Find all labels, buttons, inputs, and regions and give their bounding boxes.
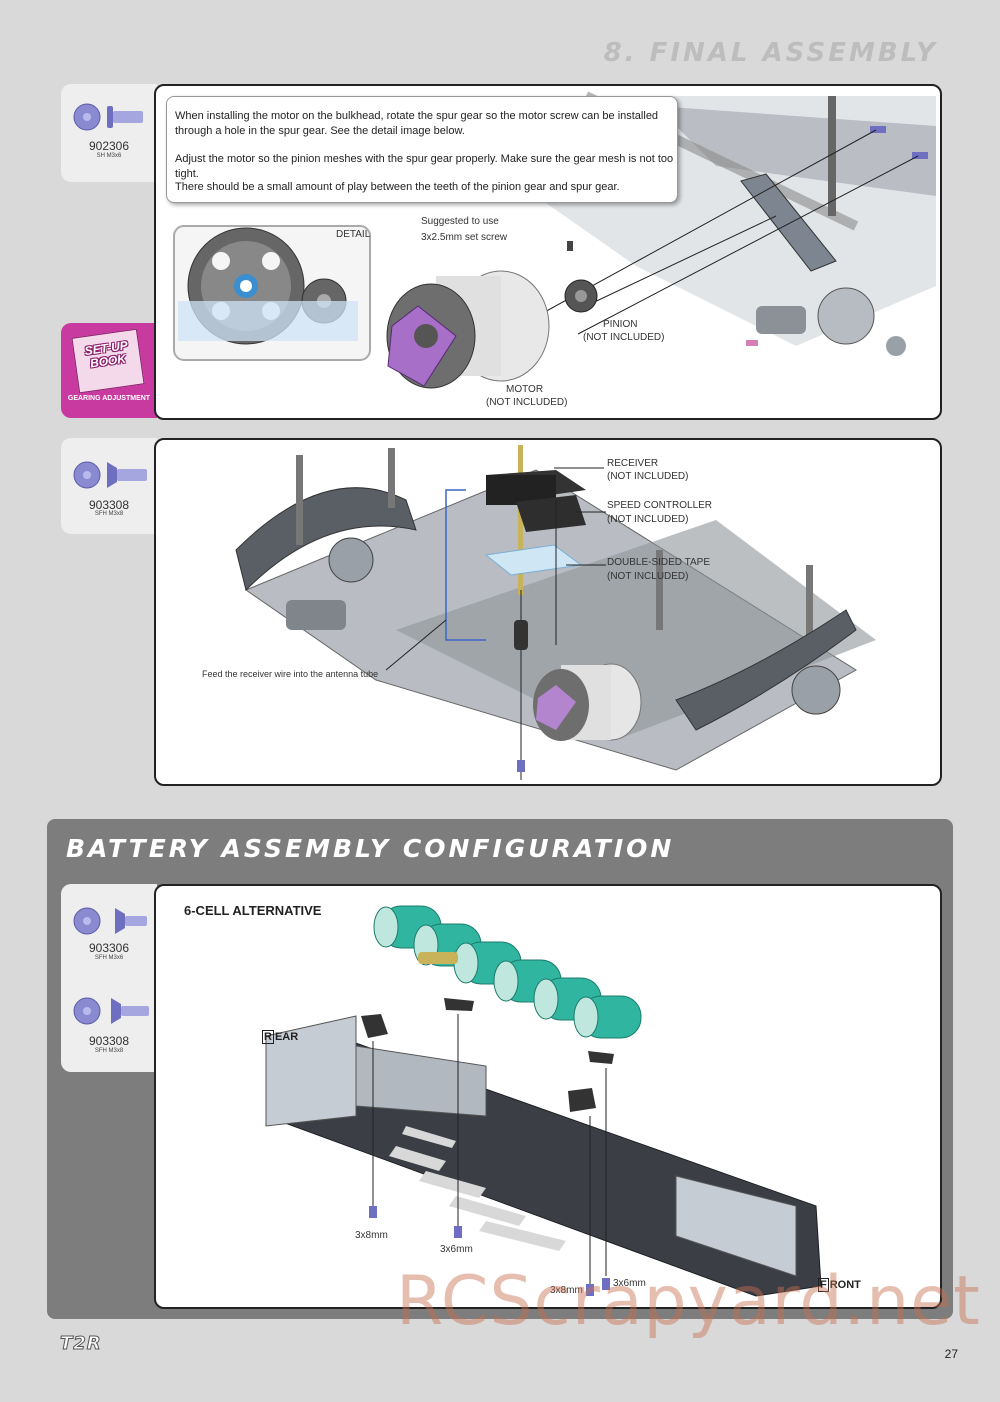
page-number: 27 <box>944 1347 958 1361</box>
setscrew-label-2: 3x2.5mm set screw <box>421 232 508 243</box>
tape-label-1: DOUBLE-SIDED TAPE <box>607 557 710 568</box>
battery-section-title: BATTERY ASSEMBLY CONFIGURATION <box>66 834 675 863</box>
battery-panel-title: 6-CELL ALTERNATIVE <box>184 903 322 918</box>
part-sub: SFH M3x6 <box>94 955 124 961</box>
receiver-label-1: RECEIVER <box>607 458 659 469</box>
part-sub: SFH M3x8 <box>94 1048 124 1054</box>
pinion-label-1: PINION <box>603 319 638 330</box>
screw-size-label: 3x8mm <box>550 1285 583 1296</box>
parts-tab-step2: 903308 SFH M3x8 <box>61 438 157 534</box>
motor-install-note: When installing the motor on the bulkhea… <box>166 96 678 203</box>
motor-label-2: (NOT INCLUDED) <box>486 397 568 408</box>
screw-icon <box>73 103 143 131</box>
pinion-label-2: (NOT INCLUDED) <box>583 332 665 343</box>
setup-caption: GEARING ADJUSTMENT <box>67 395 151 402</box>
front-rest: RONT <box>829 1279 861 1291</box>
part-code: 902306 <box>88 139 130 153</box>
antenna-note: Feed the receiver wire into the antenna … <box>202 669 379 679</box>
screw-size-label: 3x6mm <box>613 1278 646 1289</box>
part-code: 903308 <box>88 498 130 512</box>
flat-screw-icon <box>73 461 147 489</box>
t2r-logo: T2R <box>60 1333 102 1355</box>
flat-screw-icon <box>73 997 149 1025</box>
battery-panel <box>154 884 942 1309</box>
esc-label-2: (NOT INCLUDED) <box>607 514 689 525</box>
watermark: RCScrapyard.net <box>396 1262 981 1341</box>
rear-rest: EAR <box>274 1031 299 1043</box>
note-paragraph-3: There should be a small amount of play b… <box>175 181 620 193</box>
detail-label: DETAIL <box>336 229 371 240</box>
flat-screw-icon <box>73 907 147 935</box>
setup-book-icon: SET-UP BOOK <box>71 328 145 394</box>
motor-install-illustration <box>173 91 936 389</box>
step2-panel <box>154 438 942 786</box>
screw-size-label: 3x8mm <box>355 1230 388 1241</box>
part-sub: SFH M3x8 <box>94 511 124 517</box>
tape-label-2: (NOT INCLUDED) <box>607 571 689 582</box>
battery-config-illustration <box>265 905 822 1297</box>
rear-initial: R <box>262 1030 274 1044</box>
parts-tab-battery: 903306 SFH M3x6 903308 SFH M3x8 <box>61 884 157 1072</box>
receiver-label-2: (NOT INCLUDED) <box>607 471 689 482</box>
part-code: 903308 <box>88 1034 130 1048</box>
setscrew-label-1: Suggested to use <box>421 216 499 227</box>
front-initial: F <box>818 1278 829 1292</box>
esc-label-1: SPEED CONTROLLER <box>607 500 713 511</box>
electronics-install-illustration <box>235 445 876 780</box>
parts-tab-step1: 902306 SH M3x6 <box>61 84 157 182</box>
setup-book-tab[interactable]: SET-UP BOOK GEARING ADJUSTMENT <box>61 323 157 418</box>
note-paragraph-1: When installing the motor on the bulkhea… <box>175 110 659 137</box>
screw-size-label: 3x6mm <box>440 1244 473 1255</box>
note-paragraph-2: Adjust the motor so the pinion meshes wi… <box>175 153 674 180</box>
page-section-title: 8. FINAL ASSEMBLY <box>603 38 938 68</box>
part-code: 903306 <box>88 941 130 955</box>
part-sub: SH M3x6 <box>96 153 122 159</box>
motor-label-1: MOTOR <box>506 384 544 395</box>
